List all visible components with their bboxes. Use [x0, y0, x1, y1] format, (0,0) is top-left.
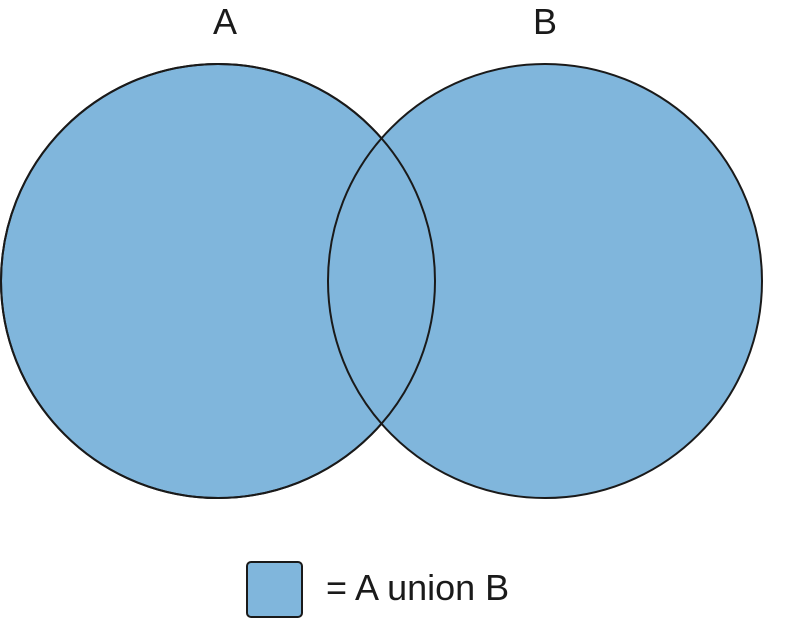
set-b-label: B [533, 1, 557, 42]
legend-label: = A union B [326, 567, 509, 608]
set-a-label: A [213, 1, 237, 42]
set-a-outline [0, 63, 436, 499]
legend-swatch [246, 561, 303, 618]
set-b-circle [327, 63, 763, 499]
